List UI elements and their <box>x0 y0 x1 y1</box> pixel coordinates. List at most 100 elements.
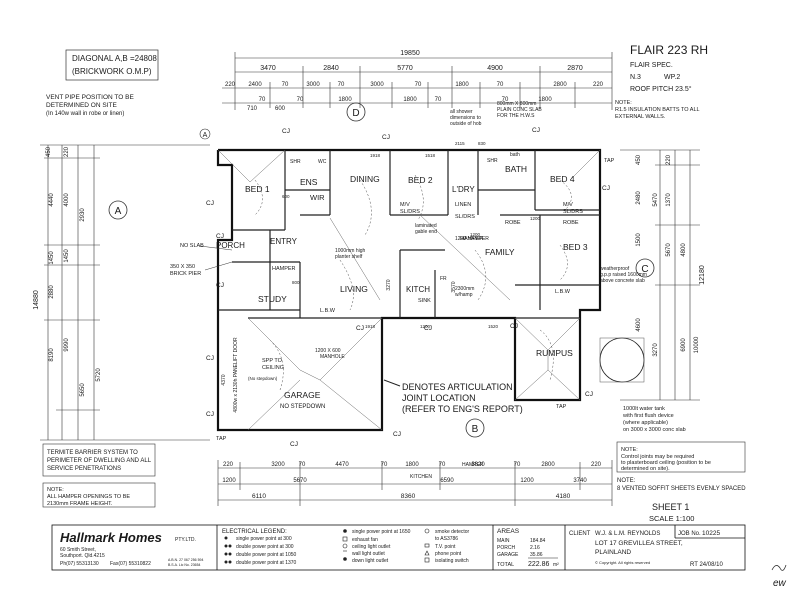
legend-mid-0: single power point at 1650 <box>352 529 411 535</box>
room-family: FAMILY <box>485 247 515 257</box>
area-porch-label: PORCH <box>497 545 515 551</box>
room-bed1: BED 1 <box>245 184 270 194</box>
shower-note-2: dimensions to <box>450 115 481 121</box>
kitchen-label-dim: KITCHEN <box>410 474 432 480</box>
area-garage-value: 35.86 <box>530 552 543 558</box>
dim-bot-r1-5: 1800 <box>405 462 419 468</box>
dim-top-r2-10: 220 <box>593 82 604 88</box>
marker-a-small-circle <box>199 128 211 140</box>
dim-bot-r3-2: 4180 <box>556 493 571 500</box>
dim-bot-r2-1: 5670 <box>293 478 307 484</box>
brick-pier-1: 350 X 350 <box>170 264 195 270</box>
client-lot: LOT 17 GREVILLEA STREET, <box>595 540 683 547</box>
bath-top: bath <box>510 152 520 158</box>
dim-bot-r1-6: 70 <box>439 462 446 468</box>
dim-left-c4: 2930 <box>80 208 86 222</box>
cj-11: CJ <box>206 355 214 362</box>
control-note-4: determined on site). <box>621 466 670 472</box>
inner-dim-10: 1918 <box>365 324 376 329</box>
title-block <box>51 524 746 571</box>
left-dimensions <box>40 144 210 441</box>
right-dimensions <box>620 149 700 401</box>
dim-top-r3-2: 1800 <box>338 97 352 103</box>
lbw-1: L.B.W <box>320 308 336 314</box>
marker-c-circle <box>635 258 655 278</box>
room-linen: LINEN <box>455 202 471 208</box>
legend-title: ELECTRICAL LEGEND: <box>222 529 287 535</box>
dim-left-b2: 1450 <box>64 249 70 263</box>
room-garage-sub: NO STEPDOWN <box>280 404 325 410</box>
marker-b: B <box>472 424 479 435</box>
room-kitch: KITCH <box>406 285 430 294</box>
dim-top-r1-2: 5770 <box>397 65 413 72</box>
water-tank-slab <box>599 337 645 383</box>
legend-mid-1: exhaust fan <box>352 537 378 543</box>
lbw-2: L.B.W <box>555 289 571 295</box>
termite-note-box <box>42 443 156 477</box>
articulation-note-1: DENOTES ARTICULATION <box>402 382 513 392</box>
legend-right-0: smoke detector <box>435 529 470 535</box>
wc-1: WC <box>318 159 327 165</box>
weatherproof-note-1: weatherproof <box>600 266 630 272</box>
gable-note-2: gable end <box>415 229 437 235</box>
hamper-note-2: ALL HAMPER OPENINGS TO BE <box>47 494 130 500</box>
cj-2: CJ <box>382 134 390 141</box>
cj-13: CJ <box>290 441 298 448</box>
dim-top-r3-0: 70 <box>259 97 266 103</box>
inner-dim-8: 600 <box>282 194 290 199</box>
diagonal-note-box <box>65 49 159 81</box>
dim-bot-r1-2: 70 <box>299 462 306 468</box>
control-note-1: NOTE: <box>621 447 638 453</box>
mv-sl-1: M/V <box>400 202 410 208</box>
dim-top-r2-1: 2400 <box>248 82 262 88</box>
room-bed4: BED 4 <box>550 174 575 184</box>
dim-right-b3: 4800 <box>681 243 687 257</box>
manhole-note-2: MANHOLE <box>320 354 345 360</box>
water-tank-note-4: on 3000 x 3000 conc slab <box>623 427 686 433</box>
dim-right-b1: 1370 <box>666 193 672 207</box>
plinth-note-2: PLAIN CONC SLAB <box>497 107 542 113</box>
room-dining: DINING <box>350 174 380 184</box>
hamper-row-note: 1200 HAMPER <box>455 236 489 242</box>
hamper-note-box <box>42 482 156 508</box>
mv-sl-2: M/V <box>563 202 573 208</box>
area-garage-label: GARAGE <box>497 552 519 558</box>
soffit-note-2: 8 VENTED SOFFIT SHEETS EVENLY SPACED <box>617 486 746 492</box>
dim-top-r2-7: 1800 <box>455 82 469 88</box>
room-entry: ENTRY <box>270 237 298 246</box>
dim-bot-r3-1: 8360 <box>401 493 416 500</box>
dim-bot-r2-3: 1200 <box>520 478 534 484</box>
inner-dim-2: 2115 <box>455 141 465 146</box>
vent-pipe-note-3: (In 140w wall in robe or linen) <box>46 111 124 117</box>
mv-sl-1b: SL/DRS <box>400 209 420 215</box>
cj-10: CJ <box>510 323 518 330</box>
room-wir: WIR <box>310 193 325 202</box>
company-suffix: PTY.LTD. <box>175 537 196 543</box>
dim-top-r3b-0: 710 <box>247 106 258 112</box>
area-unit: m² <box>553 562 559 568</box>
dim-left-b0: 220 <box>64 146 70 157</box>
dim-left-a2: 1450 <box>49 251 55 265</box>
legend-left-3: double power point at 1370 <box>236 560 297 566</box>
insulation-note-2: R1.5 INSULATION BATTS TO ALL <box>615 107 700 113</box>
planter-note-2: planter shelf <box>335 254 363 260</box>
cj-9: CJ <box>424 325 432 332</box>
area-total-label: TOTAL <box>497 562 514 568</box>
planter-note-1: 1000mm high <box>335 248 366 254</box>
insulation-note-1: NOTE: <box>615 100 632 106</box>
no-slab-note: NO SLAB <box>180 243 204 249</box>
dim-top-r1-4: 2870 <box>567 65 583 72</box>
no-slab-leader <box>199 245 233 251</box>
electrical-wiring <box>254 174 572 391</box>
control-note-3: to plasterboard ceiling (position to be <box>621 460 711 466</box>
dim-left-b4: 5650 <box>80 383 86 397</box>
room-rumpus: RUMPUS <box>536 348 573 358</box>
termite-note-2: PERIMETER OF DWELLING AND ALL <box>47 458 152 464</box>
inner-dim-1: 1518 <box>425 153 436 158</box>
plinth-note-3: FOR THE H.W.S <box>497 113 535 119</box>
company-bsa: B.S.A. Lic No. 23654 <box>168 563 201 567</box>
marker-c: C <box>641 264 648 275</box>
dim-bot-r1-0: 220 <box>223 462 234 468</box>
diagonal-note-line1: DIAGONAL A,B =24808 <box>72 54 157 63</box>
marker-d: D <box>352 108 359 119</box>
